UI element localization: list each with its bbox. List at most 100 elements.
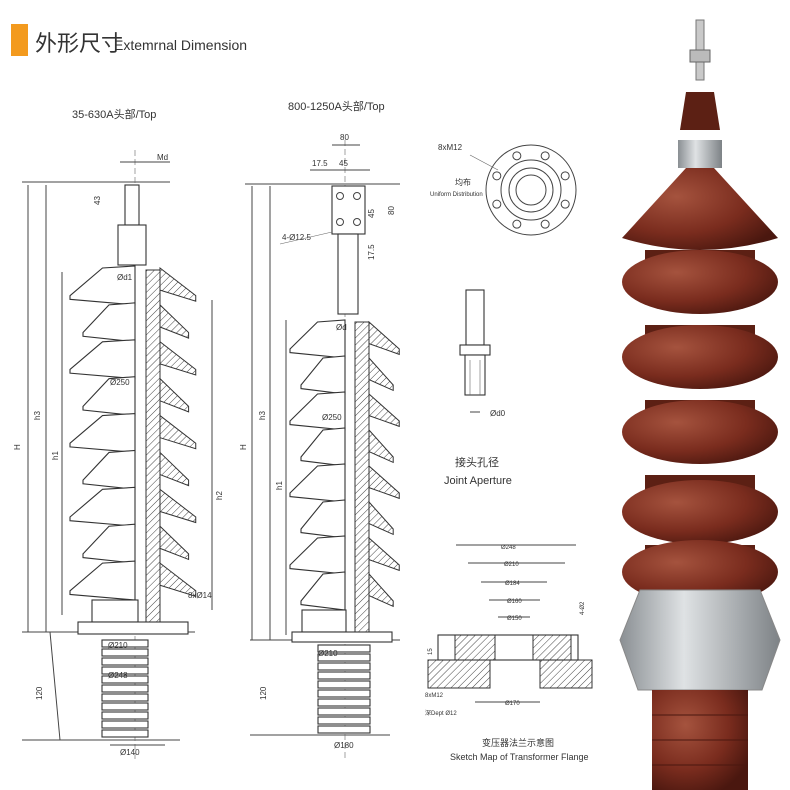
label-v80: 80 xyxy=(387,206,396,215)
label-v17: 17.5 xyxy=(367,244,376,260)
photo-shed xyxy=(622,250,778,314)
label-120: 120 xyxy=(35,686,44,700)
bolt-hole xyxy=(512,151,522,161)
label-h3-mid: h3 xyxy=(258,411,267,420)
thread-ring xyxy=(101,684,149,693)
bolt-hole xyxy=(492,171,502,181)
bolt-hole xyxy=(560,171,570,181)
thread-ring xyxy=(317,725,371,734)
shed-left xyxy=(82,376,136,417)
thread-ring xyxy=(317,680,371,689)
shed-left xyxy=(300,571,346,611)
shed-left xyxy=(69,486,136,527)
bolt-hole xyxy=(540,151,550,161)
left-insulator-drawing: 35-630A头部/Top Md 43 Ød1 Ø250 H h3 h1 h2 … xyxy=(13,107,224,760)
shed-left xyxy=(82,302,136,343)
flange-title-cn: 变压器法兰示意图 xyxy=(482,737,554,748)
label-H: H xyxy=(13,444,22,450)
shed-right xyxy=(368,392,400,428)
shed-right xyxy=(368,464,400,500)
flange-top-view: 8xM12 均布 Uniform Distribution xyxy=(430,143,577,236)
shed-left xyxy=(69,339,136,380)
label-fs-d248: Ø248 xyxy=(501,545,516,551)
thread-ring xyxy=(317,662,371,671)
flange-title-en: Sketch Map of Transformer Flange xyxy=(450,752,589,762)
shed-right xyxy=(368,572,394,608)
label-d0: Ød0 xyxy=(490,409,506,418)
left-drawing-title: 35-630A头部/Top xyxy=(72,107,156,121)
header-accent-bar xyxy=(11,24,28,56)
label-bolts: 8xM12 xyxy=(438,143,463,152)
shed-right xyxy=(159,414,197,450)
photo-shed xyxy=(622,400,778,464)
label-v45: 45 xyxy=(367,209,376,218)
label-fs-depth: 深Dept Ø12 xyxy=(425,709,457,717)
label-w45: 45 xyxy=(339,159,348,168)
thread-ring xyxy=(317,707,371,716)
thread-ring xyxy=(101,648,149,657)
joint-title-en: Joint Aperture xyxy=(444,475,512,487)
label-H-mid: H xyxy=(239,444,248,450)
middle-drawing-title: 800-1250A头部/Top xyxy=(288,99,385,113)
shed-left xyxy=(289,319,346,359)
label-d1: Ød1 xyxy=(117,273,133,282)
photo-shed xyxy=(622,325,778,389)
shed-left xyxy=(289,535,346,575)
bolt-hole xyxy=(540,219,550,229)
label-d250: Ø250 xyxy=(110,378,130,387)
thread-ring xyxy=(101,702,149,711)
label-d140: Ø140 xyxy=(120,748,140,757)
label-fs-side: 4-Ø2 xyxy=(580,601,586,615)
shed-right xyxy=(159,525,190,561)
thread-ring xyxy=(317,698,371,707)
joint-title-cn: 接头孔径 xyxy=(455,456,499,469)
shed-left xyxy=(82,449,136,490)
label-fs-d160: Ø160 xyxy=(507,599,522,605)
shed-left xyxy=(289,463,346,503)
label-d180: Ø180 xyxy=(334,741,354,750)
label-d250-mid: Ø250 xyxy=(322,413,342,422)
joint-aperture-drawing: Ød0 接头孔径 Joint Aperture xyxy=(444,289,512,487)
label-w80: 80 xyxy=(340,133,349,142)
shed-left xyxy=(69,560,136,601)
shed-left xyxy=(289,391,346,431)
bolt-hole xyxy=(492,199,502,209)
thread-ring xyxy=(101,711,149,720)
label-w17: 17.5 xyxy=(312,159,328,168)
label-d210-mid: Ø210 xyxy=(318,649,338,658)
label-holes-mid: 4-Ø12.5 xyxy=(282,233,311,242)
thread-ring xyxy=(101,675,149,684)
header-title-cn: 外形尺寸 xyxy=(35,31,123,56)
label-h1-mid: h1 xyxy=(275,481,284,490)
label-d248: Ø248 xyxy=(108,671,128,680)
shed-left xyxy=(82,523,136,564)
thread-ring xyxy=(101,666,149,675)
shed-right xyxy=(368,500,394,536)
bushing-product-photo xyxy=(619,19,781,790)
shed-left xyxy=(69,265,136,306)
thread-ring xyxy=(101,693,149,702)
label-d: Ød xyxy=(336,323,347,332)
shed-right xyxy=(368,536,400,572)
middle-insulator-drawing: 800-1250A头部/Top 80 17.5 45 45 80 17.5 4-… xyxy=(239,99,400,760)
shed-right xyxy=(159,266,197,302)
shed-right xyxy=(159,377,190,413)
label-fs-d170: Ø170 xyxy=(505,701,520,707)
flange-section-drawing: Ø248 Ø210 Ø184 Ø160 Ø150 15 4-Ø2 8xM12 深… xyxy=(425,544,593,762)
label-dist-cn: 均布 xyxy=(455,177,471,187)
label-h1: h1 xyxy=(51,451,60,460)
label-holes: 8xØ14 xyxy=(188,591,212,600)
thread-ring xyxy=(317,689,371,698)
thread-ring xyxy=(101,657,149,666)
label-d210: Ø210 xyxy=(108,641,128,650)
shed-left xyxy=(300,355,346,395)
shed-left xyxy=(300,427,346,467)
label-fs-15: 15 xyxy=(428,648,434,655)
label-fs-m12: 8xM12 xyxy=(425,693,444,699)
label-md: Md xyxy=(157,153,168,162)
shed-right xyxy=(159,451,190,487)
label-h2: h2 xyxy=(215,491,224,500)
shed-right xyxy=(368,356,394,392)
bolt-hole xyxy=(560,199,570,209)
